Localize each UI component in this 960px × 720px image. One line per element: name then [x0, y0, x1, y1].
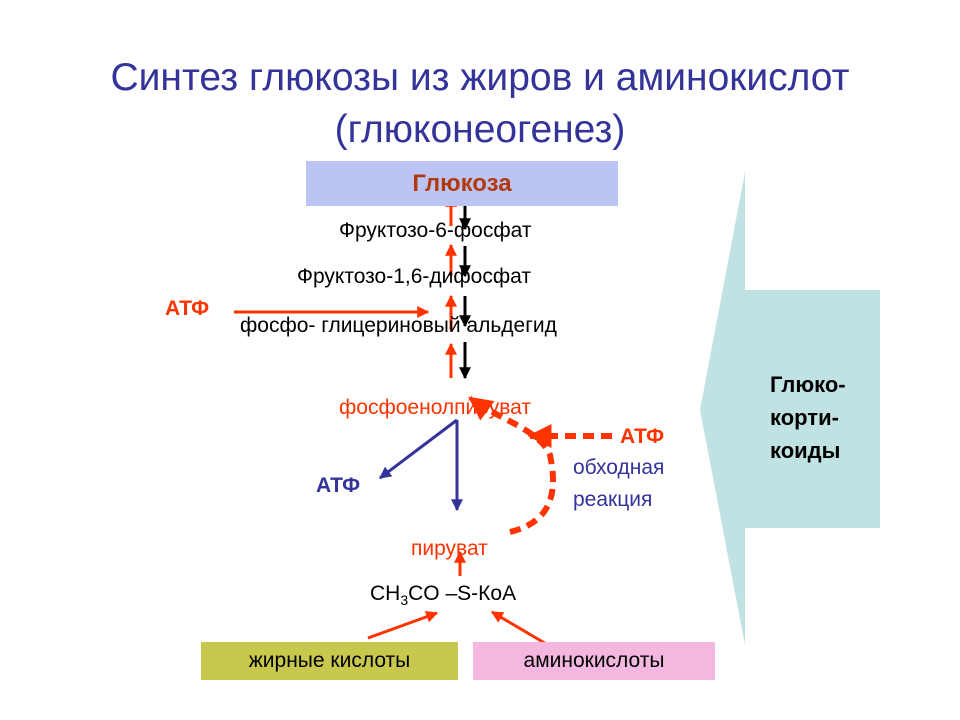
- hormone-line-1: Глюко-: [770, 372, 846, 397]
- bypass-label-line-1: обходная: [573, 456, 665, 479]
- acetyl-suffix: CO –S-КоА: [408, 582, 517, 605]
- bypass-label-line-2: реакция: [573, 488, 653, 511]
- glucose-label: Глюкоза: [412, 170, 512, 197]
- fructose-6-phosphate-label: Фруктозо-6-фосфат: [339, 219, 532, 242]
- phosphoglyceraldehyde-label: фосфо- глицериновый альдегид: [240, 314, 557, 337]
- acetyl-coa-label: CH3CO –S-КоА: [370, 582, 516, 608]
- acetyl-subscript: 3: [400, 592, 409, 609]
- amino-acids-label: аминокислоты: [523, 649, 665, 672]
- fatty-acids-box: жирные кислоты: [201, 642, 458, 680]
- hormone-line-3: коиды: [770, 438, 841, 463]
- pyruvate-label: пируват: [411, 537, 488, 560]
- bypass-dashed-curve: [468, 395, 556, 535]
- page-title: Синтез глюкозы из жиров и аминокислот (г…: [0, 52, 960, 156]
- acetyl-prefix: CH: [370, 582, 401, 605]
- blue-arrow-to-atp: [379, 418, 458, 480]
- hormone-panel: [700, 172, 745, 645]
- title-line-1: Синтез глюкозы из жиров и аминокислот: [110, 56, 850, 99]
- bypass-atp-label: АТФ: [620, 425, 665, 448]
- hormone-line-2: корти-: [770, 405, 839, 430]
- fructose-1-6-bisphosphate-label: Фруктозо-1,6-дифосфат: [297, 265, 531, 288]
- fatty-acids-label: жирные кислоты: [248, 649, 411, 672]
- amino-to-acetyl-arrow: [490, 610, 549, 647]
- glucocorticoids-label: Глюко- корти- коиды: [770, 368, 846, 467]
- bypass-reaction-label: обходная реакция: [573, 452, 664, 516]
- amino-acids-box: аминокислоты: [473, 642, 715, 680]
- phosphoenolpyruvate-label: фосфоенолпируват: [339, 396, 531, 419]
- atp-input-label: АТФ: [165, 297, 210, 320]
- glucose-box: Глюкоза: [306, 161, 618, 206]
- fats-to-acetyl-arrow: [367, 611, 439, 640]
- hormone-panel-box: [742, 290, 880, 528]
- title-line-2: (глюконеогенез): [334, 108, 626, 151]
- atp-output-label: АТФ: [316, 474, 361, 497]
